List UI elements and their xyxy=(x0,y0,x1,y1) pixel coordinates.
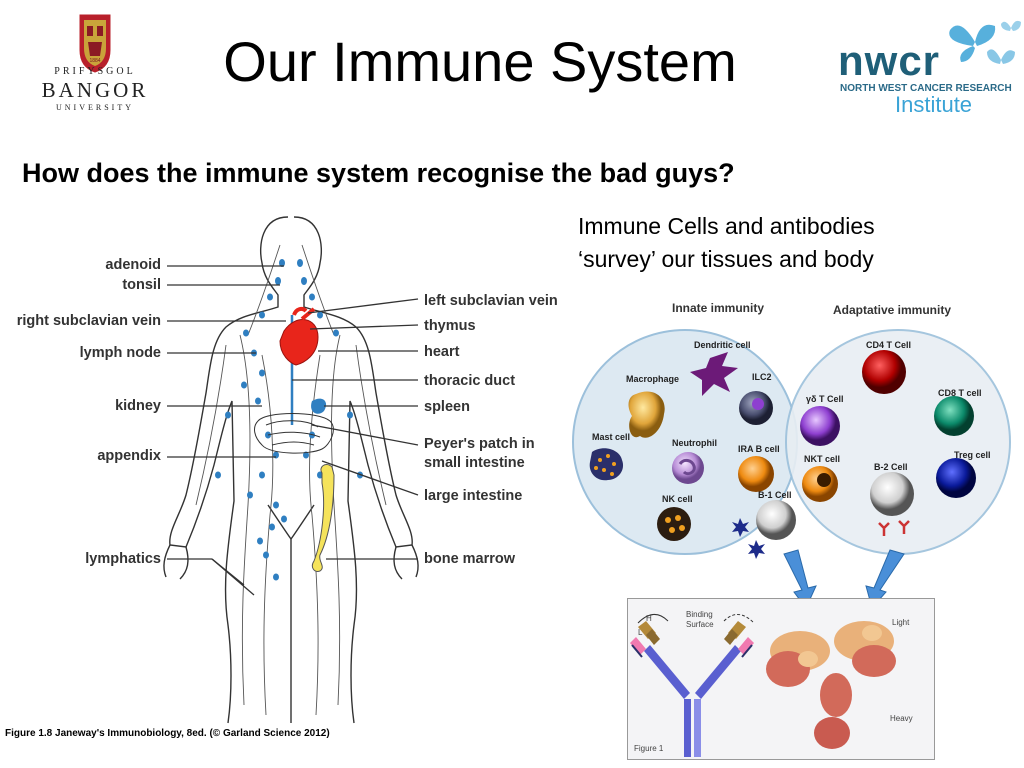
label-h: H xyxy=(646,614,652,623)
mast-cell-icon xyxy=(589,448,624,481)
nwcr-subtitle: NORTH WEST CANCER RESEARCH xyxy=(840,83,1012,94)
nwcr-institute: Institute xyxy=(895,92,973,117)
b2-cell-icon xyxy=(870,472,914,516)
label-nk-cell: NK cell xyxy=(662,494,693,504)
label-cd8-t-cell: CD8 T cell xyxy=(938,388,982,398)
binding-arc-right xyxy=(723,614,755,624)
dendritic-cell-icon xyxy=(690,352,738,396)
label-bone-marrow: bone marrow xyxy=(424,551,516,567)
nwcr-wordmark: nwcr xyxy=(838,37,941,84)
antibody-figure: H L Binding Surface Light Heavy Figure 1 xyxy=(627,598,935,760)
label-nkt-cell: NKT cell xyxy=(804,454,840,464)
label-gd-t-cell: γδ T Cell xyxy=(806,394,843,404)
label-ilc2: ILC2 xyxy=(752,372,772,382)
butterfly-icon xyxy=(949,20,1021,64)
bangor-line2: BANGOR xyxy=(41,78,149,102)
label-b1-cell: B-1 Cell xyxy=(758,490,792,500)
lymphatic-system-figure: adenoid tonsil right subclavian vein lym… xyxy=(17,216,558,724)
label-adenoid: adenoid xyxy=(105,257,161,273)
label-kidney: kidney xyxy=(115,398,161,414)
binding-arc-left xyxy=(637,614,669,624)
survey-text-line1: Immune Cells and antibodies xyxy=(578,213,875,239)
crest-year: 1884 xyxy=(89,58,100,64)
nk-cell-icon xyxy=(657,507,691,541)
label-thymus: thymus xyxy=(424,318,476,334)
lymph-vessels xyxy=(195,244,387,716)
ira-b-cell-icon xyxy=(738,456,774,492)
bangor-line3: UNIVERSITY xyxy=(56,103,134,112)
neutrophil-icon xyxy=(672,452,704,484)
cd4-t-cell-icon xyxy=(862,350,906,394)
body-outline xyxy=(163,216,419,724)
label-b2-cell: B-2 Cell xyxy=(874,462,908,472)
label-lymphatics: lymphatics xyxy=(85,551,161,567)
label-heart: heart xyxy=(424,344,460,360)
bone-marrow-icon xyxy=(311,464,335,572)
label-l: L xyxy=(638,628,643,637)
cd8-t-cell-icon xyxy=(934,396,974,436)
adaptive-header: Adaptative immunity xyxy=(833,303,951,317)
label-small-intestine: small intestine xyxy=(424,455,525,471)
label-dendritic-cell: Dendritic cell xyxy=(694,340,751,350)
label-light: Light xyxy=(892,618,910,627)
label-heavy: Heavy xyxy=(890,714,913,723)
bangor-line1: PRIFYSGOL xyxy=(54,66,136,77)
gd-t-cell-icon xyxy=(800,406,840,446)
macrophage-icon xyxy=(628,391,665,438)
label-tonsil: tonsil xyxy=(122,277,161,293)
label-surface: Surface xyxy=(686,620,714,629)
label-ira-b-cell: IRA B cell xyxy=(738,444,780,454)
treg-cell-icon xyxy=(936,458,976,498)
spleen-icon xyxy=(311,398,327,414)
label-binding: Binding xyxy=(686,610,713,619)
protein-structure xyxy=(766,621,896,749)
leader-lines xyxy=(167,265,419,596)
label-lymph-node: lymph node xyxy=(80,345,161,361)
lymph-nodes xyxy=(215,259,363,581)
figure-caption: Figure 1.8 Janeway's Immunobiology, 8ed.… xyxy=(5,728,330,739)
antibody-schematic xyxy=(630,621,754,757)
label-macrophage: Macrophage xyxy=(626,374,679,384)
survey-text-line2: ‘survey’ our tissues and body xyxy=(578,246,874,272)
slide-title: Our Immune System xyxy=(223,30,737,93)
label-treg-cell: Treg cell xyxy=(954,450,991,460)
label-spleen: spleen xyxy=(424,399,470,415)
label-appendix: appendix xyxy=(97,448,161,464)
label-neutrophil: Neutrophil xyxy=(672,438,717,448)
label-cd4-t-cell: CD4 T Cell xyxy=(866,340,911,350)
figure-number: Figure 1 xyxy=(634,744,664,753)
label-left-subclavian-vein: left subclavian vein xyxy=(424,293,558,309)
immunity-venn-diagram: Innate immunity Adaptative immunity Dend… xyxy=(572,301,1011,610)
label-peyers-patch: Peyer's patch in xyxy=(424,436,535,452)
label-thoracic-duct: thoracic duct xyxy=(424,373,515,389)
label-mast-cell: Mast cell xyxy=(592,432,630,442)
innate-header: Innate immunity xyxy=(672,301,764,315)
b1-cell-icon xyxy=(756,500,796,540)
arrow-icons xyxy=(783,549,905,610)
antibody-y-icon xyxy=(878,520,910,536)
antibody-svg: H L Binding Surface Light Heavy Figure 1 xyxy=(630,610,913,757)
slide-question: How does the immune system recognise the… xyxy=(22,158,735,188)
antibody-star-icon xyxy=(732,518,765,559)
heart-icon xyxy=(279,319,319,366)
bangor-crest-icon: 1884 xyxy=(79,14,111,73)
label-large-intestine: large intestine xyxy=(424,488,522,504)
label-right-subclavian-vein: right subclavian vein xyxy=(17,313,161,329)
